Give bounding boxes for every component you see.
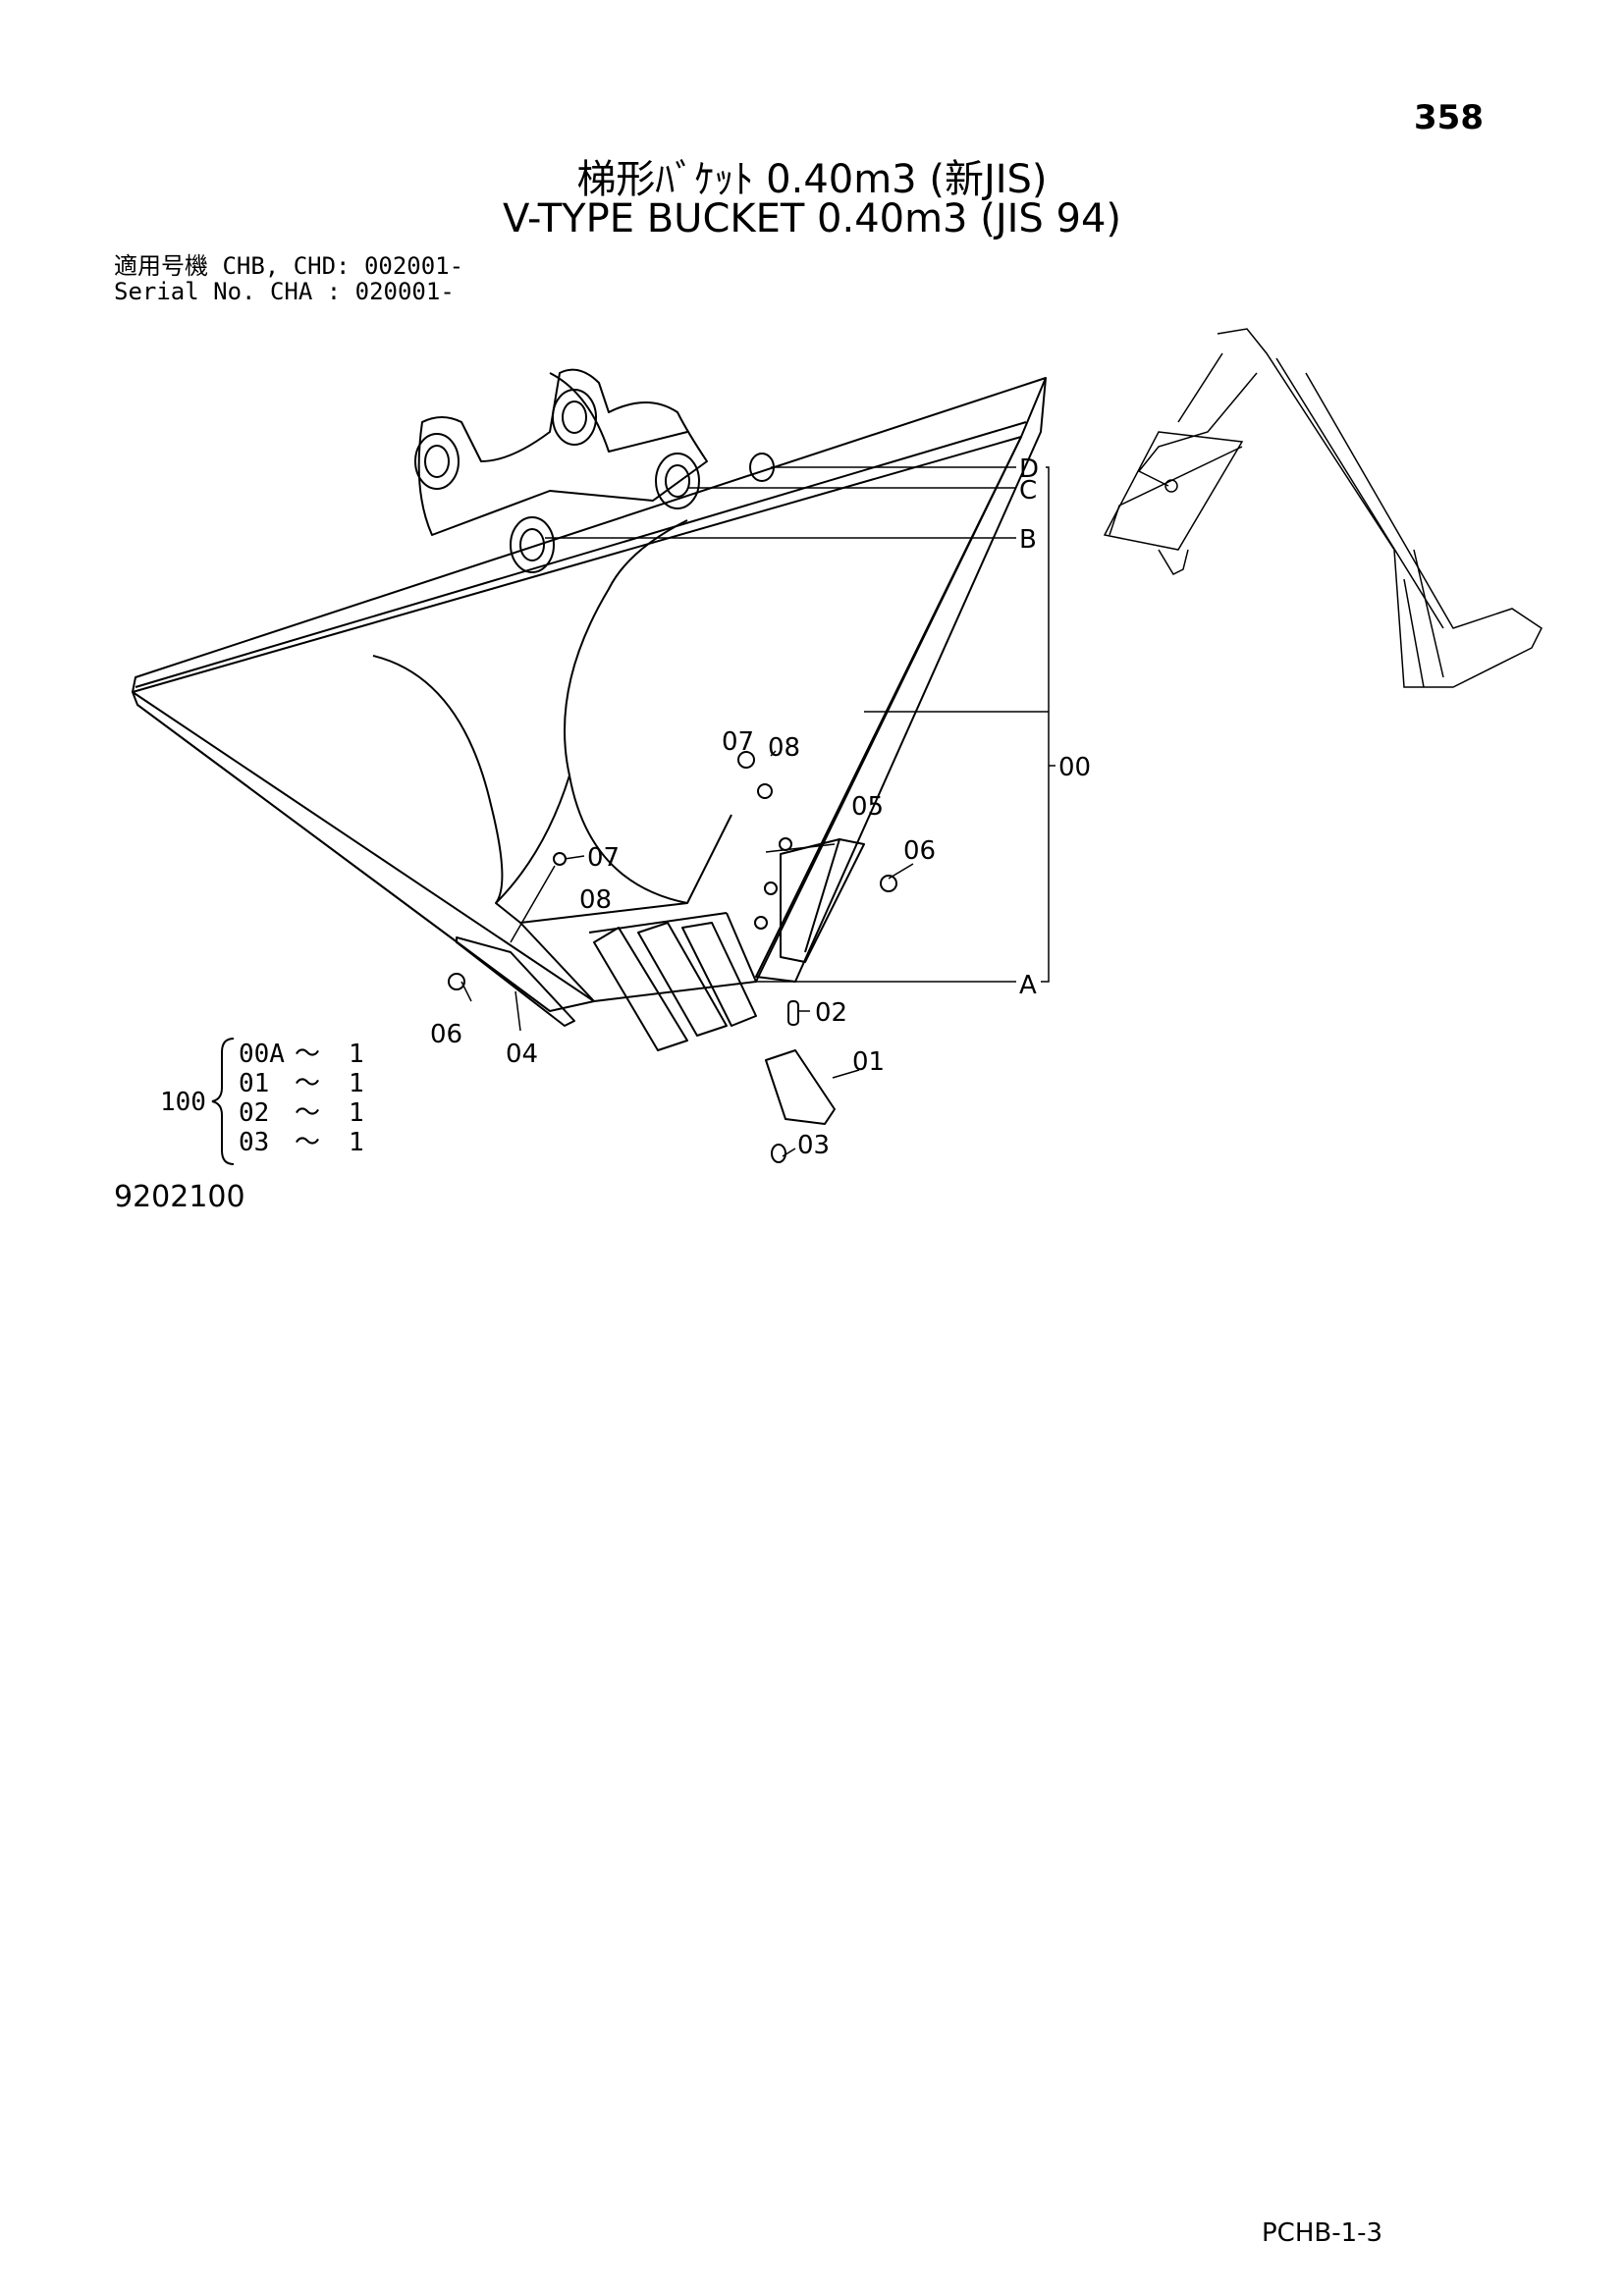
assembly-row-sym: ～ bbox=[295, 1040, 320, 1069]
callout-07-lower: 07 bbox=[587, 843, 620, 873]
assembly-row-part: 01 bbox=[239, 1069, 269, 1098]
callout-07-upper: 07 bbox=[722, 727, 754, 757]
title-japanese: 梯形ﾊﾞｹｯﾄ 0.40m3 (新JIS) bbox=[576, 157, 1048, 202]
assembly-row-qty: 1 bbox=[349, 1098, 364, 1128]
callout-08-upper: 08 bbox=[768, 733, 800, 763]
assembly-row-sym: ～ bbox=[295, 1128, 320, 1157]
assembly-row-sym: ～ bbox=[295, 1098, 320, 1128]
callout-05: 05 bbox=[851, 792, 884, 822]
serial-applicable-ja: 適用号機 CHB, CHD: 002001- bbox=[114, 252, 464, 280]
assembly-brace bbox=[211, 1038, 235, 1165]
callout-D: D bbox=[1019, 454, 1039, 484]
drawing-number: 9202100 bbox=[114, 1180, 245, 1214]
leader-lines bbox=[460, 466, 1056, 1157]
assembly-row-qty: 1 bbox=[349, 1128, 364, 1157]
assembly-row-part: 02 bbox=[239, 1098, 269, 1128]
callout-03: 03 bbox=[797, 1131, 830, 1160]
serial-number-en: Serial No. CHA : 020001- bbox=[114, 278, 455, 305]
callout-04: 04 bbox=[506, 1040, 538, 1069]
assembly-row-part: 00A bbox=[239, 1040, 285, 1069]
callout-06-left: 06 bbox=[430, 1020, 462, 1049]
callout-06-right: 06 bbox=[903, 836, 936, 866]
page-number: 358 bbox=[1414, 98, 1484, 137]
assembly-row-qty: 1 bbox=[349, 1040, 364, 1069]
assembly-table: 100 00A ～ 1 01 ～ 1 02 ～ 1 03 ～ 1 bbox=[160, 1038, 364, 1165]
callout-00: 00 bbox=[1058, 753, 1091, 782]
assembly-row-part: 03 bbox=[239, 1128, 269, 1157]
title-english: V-TYPE BUCKET 0.40m3 (JIS 94) bbox=[502, 196, 1122, 241]
callout-08-lower: 08 bbox=[579, 885, 612, 915]
callout-B: B bbox=[1019, 525, 1037, 555]
callout-C: C bbox=[1019, 476, 1037, 506]
excavator-inset-sketch bbox=[1103, 328, 1543, 688]
catalog-code: PCHB-1-3 bbox=[1262, 2218, 1383, 2248]
callout-A: A bbox=[1019, 971, 1037, 1000]
assembly-row-sym: ～ bbox=[295, 1069, 320, 1098]
assembly-parent: 100 bbox=[160, 1088, 206, 1117]
assembly-row-qty: 1 bbox=[349, 1069, 364, 1098]
callout-02: 02 bbox=[815, 998, 847, 1028]
callout-01: 01 bbox=[852, 1047, 885, 1077]
